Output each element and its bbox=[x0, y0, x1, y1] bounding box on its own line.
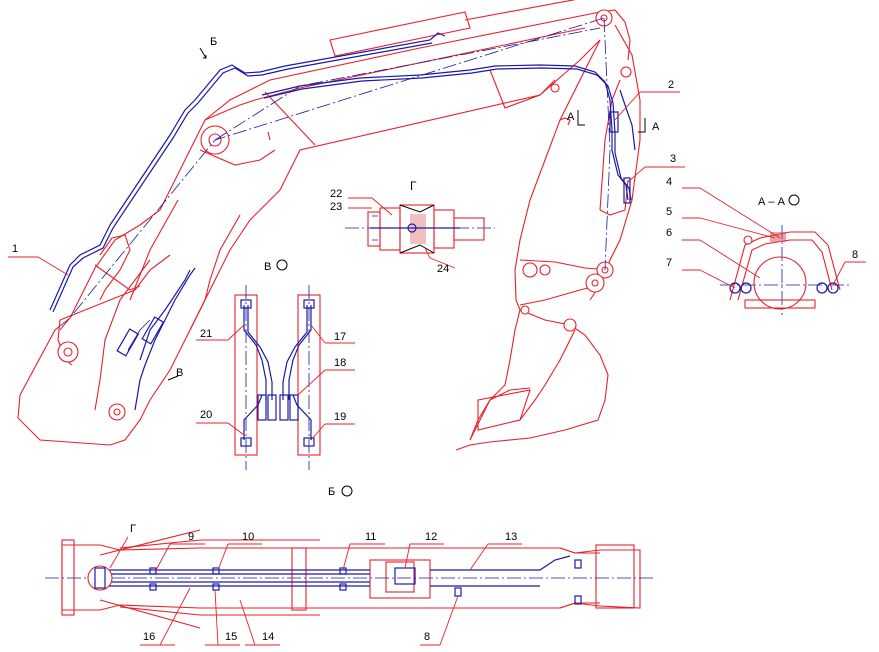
callout-7: 7 bbox=[666, 257, 672, 269]
callout-3: 3 bbox=[670, 153, 676, 165]
callout-8-plan: 8 bbox=[424, 631, 430, 643]
callout-6: 6 bbox=[666, 227, 672, 239]
section-aa-detail: А – А 4 5 6 7 8 bbox=[666, 176, 866, 315]
callout-5: 5 bbox=[666, 206, 672, 218]
view-v-title: В bbox=[264, 261, 271, 273]
view-b-arrow-label: Б bbox=[210, 36, 217, 48]
callout-2: 2 bbox=[668, 79, 674, 91]
callout-21: 21 bbox=[200, 328, 212, 340]
bucket-outline bbox=[455, 309, 609, 451]
callout-22: 22 bbox=[330, 188, 342, 200]
callout-14: 14 bbox=[262, 631, 274, 643]
callout-17: 17 bbox=[334, 331, 346, 343]
callout-23: 23 bbox=[330, 201, 342, 213]
section-a-left-label: А bbox=[567, 111, 575, 123]
view-g-title: Г bbox=[410, 179, 417, 193]
view-v-arrow-label: В bbox=[176, 367, 183, 379]
plan-g-mark: Г bbox=[130, 523, 136, 535]
callout-12: 12 bbox=[425, 531, 437, 543]
callout-8-section: 8 bbox=[852, 249, 858, 261]
callout-9: 9 bbox=[188, 531, 194, 543]
section-aa-title: А – А bbox=[758, 196, 786, 208]
callout-4: 4 bbox=[666, 176, 672, 188]
hydraulic-hoses bbox=[49, 17, 636, 411]
callout-10: 10 bbox=[242, 531, 254, 543]
side-view-callouts: 1 2 3 А А Б В bbox=[8, 36, 685, 381]
callout-1: 1 bbox=[12, 243, 18, 255]
callout-18: 18 bbox=[334, 357, 346, 369]
callout-19: 19 bbox=[334, 411, 346, 423]
callout-16: 16 bbox=[143, 631, 155, 643]
pivot-pins bbox=[57, 9, 632, 421]
boom-outline bbox=[17, 0, 631, 446]
callout-15: 15 bbox=[225, 631, 237, 643]
callout-20: 20 bbox=[200, 409, 212, 421]
view-v-hose-plan: В 21 20 17 18 19 Б bbox=[196, 259, 355, 498]
callout-11: 11 bbox=[365, 531, 376, 543]
callout-24: 24 bbox=[437, 263, 449, 275]
callout-13: 13 bbox=[505, 531, 517, 543]
section-a-right-label: А bbox=[652, 121, 660, 133]
view-b-title: Б bbox=[328, 486, 335, 498]
plan-view: Г 9 10 11 12 13 16 15 14 8 bbox=[45, 523, 655, 646]
view-g-coupling-detail: Г 22 23 24 bbox=[330, 179, 495, 275]
